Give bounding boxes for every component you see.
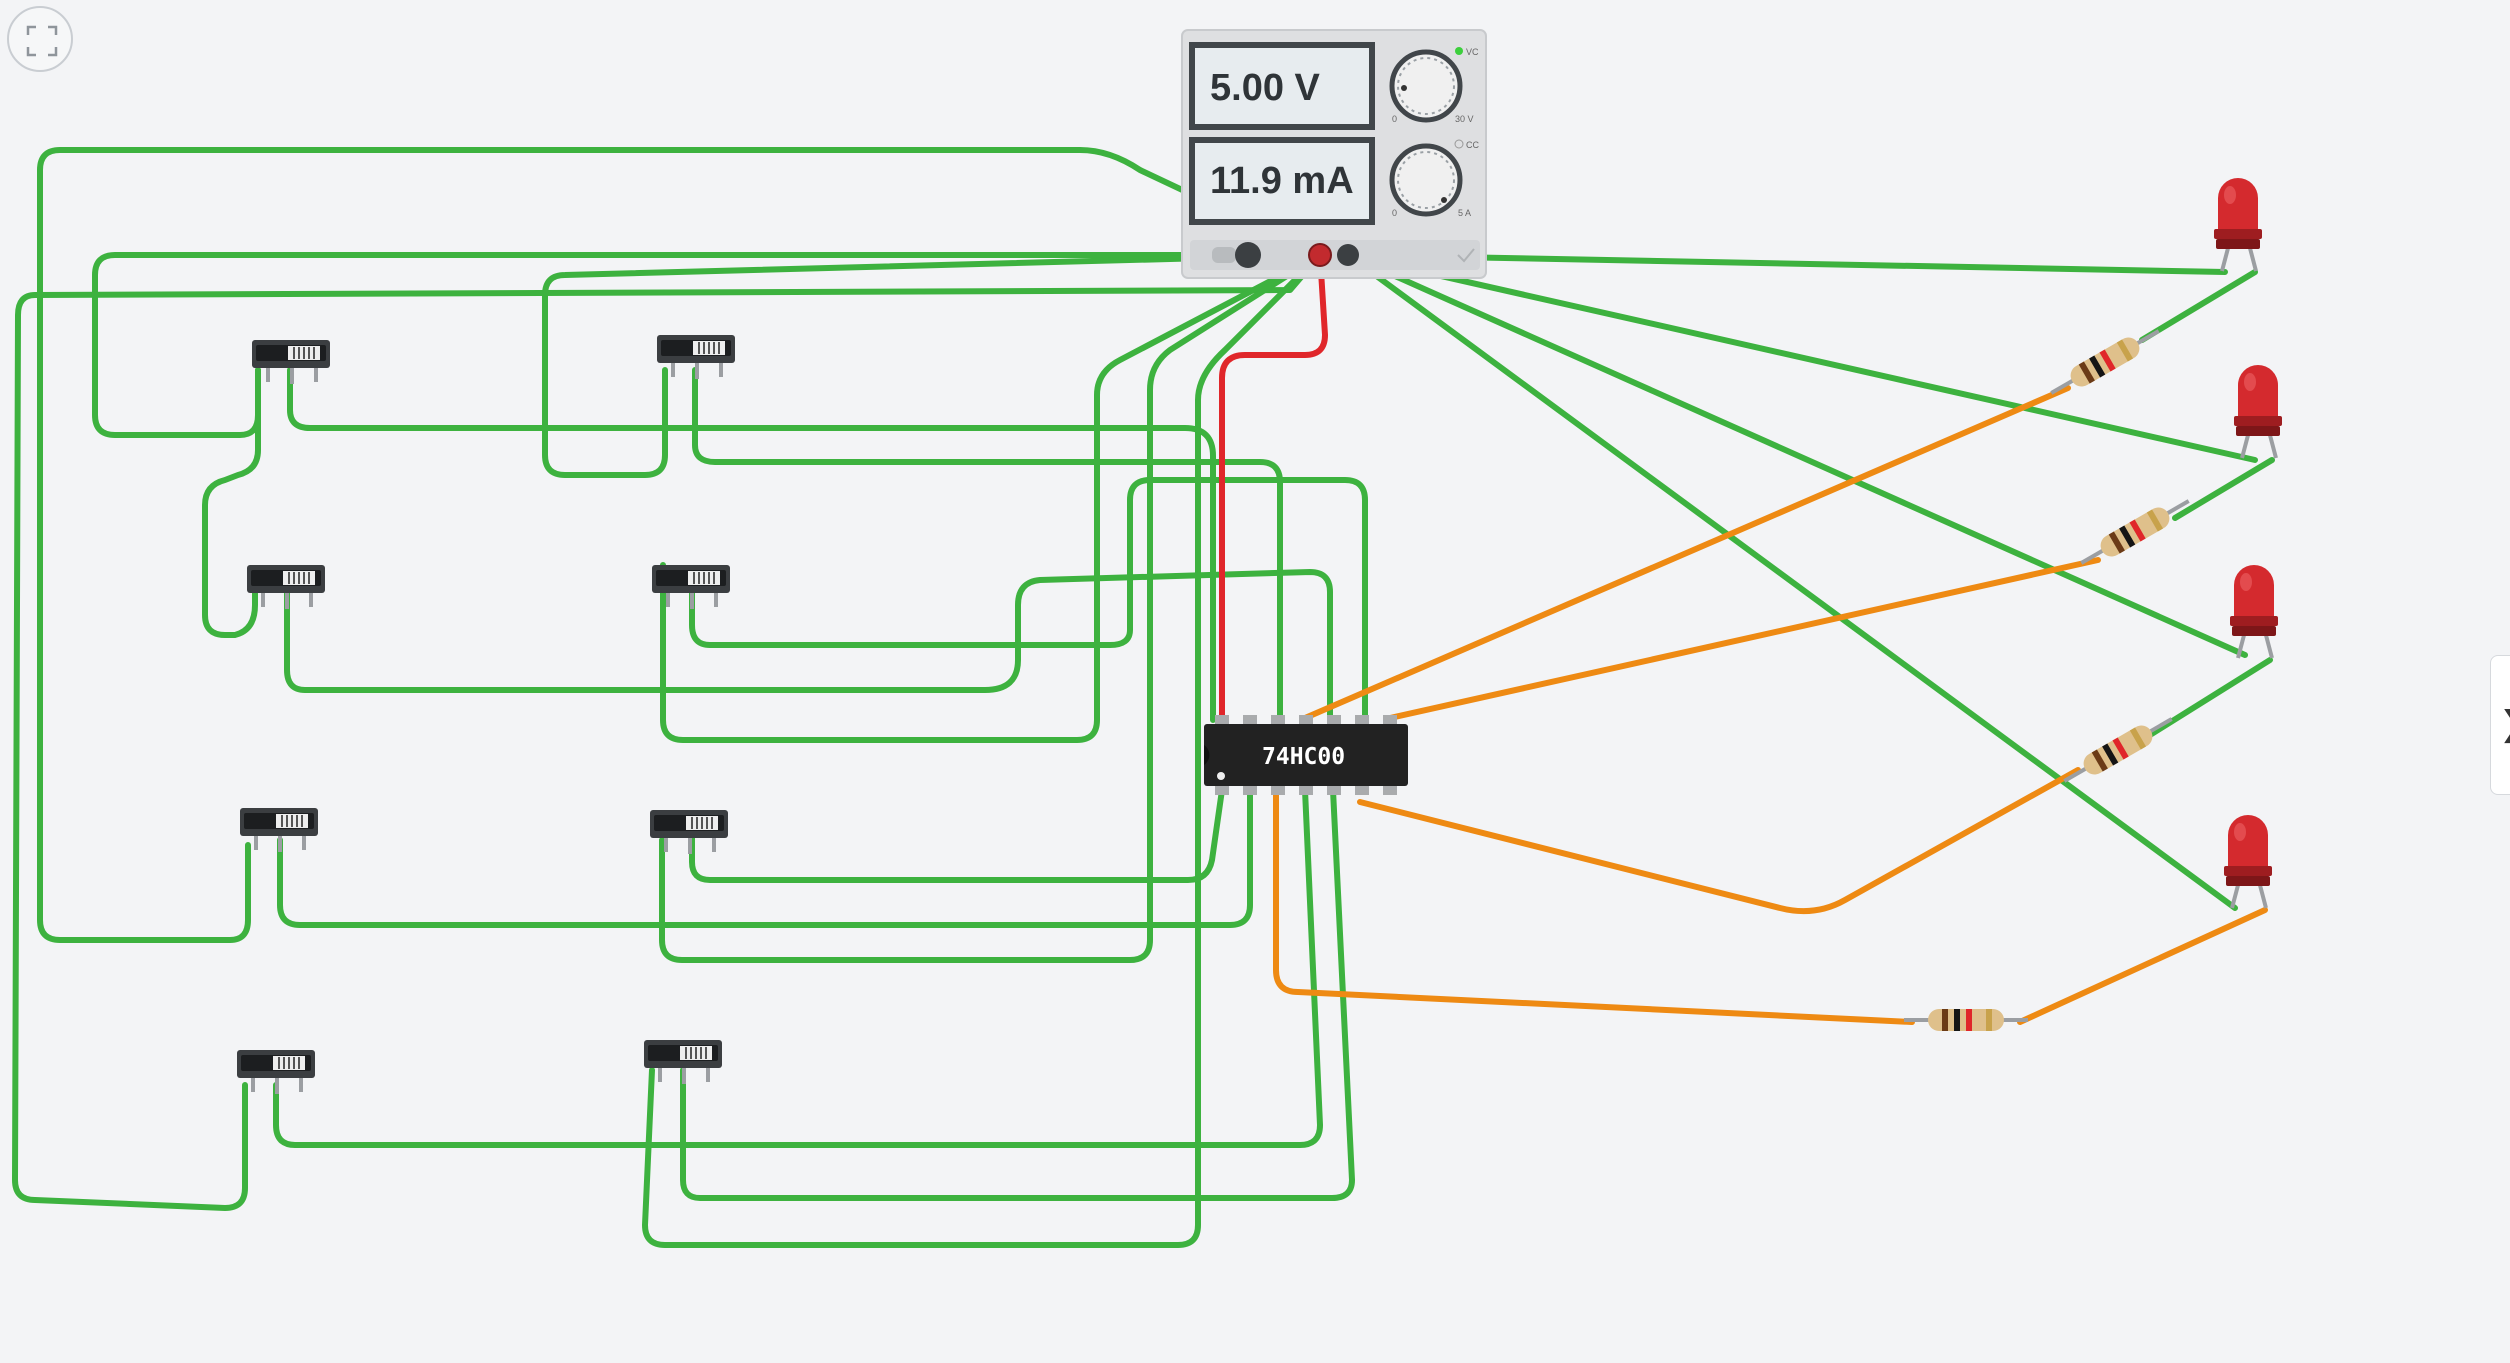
current-knob[interactable] — [1389, 143, 1463, 217]
wire[interactable] — [287, 367, 1216, 723]
wire[interactable] — [12, 252, 1323, 1211]
red-led[interactable] — [2228, 563, 2280, 660]
ic-pin[interactable] — [1215, 785, 1229, 795]
ic-pin[interactable] — [1243, 785, 1257, 795]
voltage-knob[interactable] — [1389, 49, 1463, 123]
green-wires — [12, 147, 2275, 1248]
wire[interactable] — [692, 367, 1283, 723]
ic-pin[interactable] — [1355, 715, 1369, 725]
resistor[interactable] — [1902, 1007, 2030, 1033]
voltage-readout: 5.00 V — [1210, 67, 1321, 109]
wire[interactable] — [92, 252, 1323, 438]
wire[interactable] — [2147, 657, 2273, 738]
wire[interactable] — [659, 252, 1323, 963]
resistor[interactable] — [2056, 707, 2180, 793]
ic-pin[interactable] — [1355, 785, 1369, 795]
wire[interactable] — [642, 252, 1323, 1248]
wire[interactable] — [660, 252, 1323, 743]
cc-label: CC — [1466, 140, 1479, 150]
wire[interactable] — [2172, 457, 2275, 521]
wire[interactable] — [2139, 269, 2258, 343]
wire[interactable] — [1345, 252, 2248, 658]
ic-pin[interactable] — [1327, 785, 1341, 795]
panel-toggle-tab[interactable]: ❯ — [2490, 655, 2510, 795]
positive-terminal[interactable] — [1308, 243, 1332, 267]
chevron-right-icon: ❯ — [2499, 704, 2510, 744]
voltage-knob-min: 0 — [1392, 114, 1397, 124]
red-led[interactable] — [2212, 176, 2264, 273]
wire[interactable] — [1345, 252, 2258, 463]
wire[interactable] — [542, 252, 1323, 478]
slide-switch[interactable] — [239, 807, 319, 853]
wire[interactable] — [202, 367, 261, 638]
slide-switch[interactable] — [643, 1039, 723, 1085]
ground-terminal[interactable] — [1235, 242, 1261, 268]
power-switch[interactable] — [1212, 247, 1236, 263]
ic-74hc00[interactable]: 74HC00 — [1204, 715, 1408, 795]
wire[interactable] — [680, 787, 1355, 1201]
slide-switch[interactable] — [251, 339, 331, 385]
wire[interactable] — [273, 787, 1323, 1148]
wire[interactable] — [1302, 385, 2071, 721]
slide-switch[interactable] — [246, 564, 326, 610]
wire[interactable] — [277, 787, 1253, 928]
voltage-display — [1189, 42, 1375, 130]
ic-pin[interactable] — [1299, 785, 1313, 795]
pin1-marker — [1217, 772, 1225, 780]
ic-pin[interactable] — [1327, 715, 1341, 725]
current-knob-min: 0 — [1392, 208, 1397, 218]
wire[interactable] — [1345, 252, 2228, 275]
slide-switch[interactable] — [656, 334, 736, 380]
wire[interactable] — [37, 147, 1323, 943]
orange-wires — [1273, 385, 2268, 1025]
current-knob-max: 5 A — [1458, 208, 1471, 218]
cv-indicator — [1455, 47, 1463, 55]
wire[interactable] — [1357, 767, 2081, 915]
ic-pin[interactable] — [1271, 785, 1285, 795]
slide-switch[interactable] — [236, 1049, 316, 1095]
wire[interactable] — [1345, 252, 2238, 911]
wire[interactable] — [284, 569, 1333, 723]
red-led[interactable] — [2232, 363, 2284, 460]
expand-icon — [26, 25, 58, 57]
wire[interactable] — [2017, 907, 2268, 1025]
negative-terminal[interactable] — [1337, 244, 1359, 266]
cv-label: VC — [1466, 47, 1479, 57]
power-wire[interactable] — [1219, 252, 1328, 723]
current-display — [1189, 137, 1375, 225]
ic-pin[interactable] — [1215, 715, 1229, 725]
ic-pin[interactable] — [1383, 785, 1397, 795]
current-readout: 11.9 mA — [1210, 160, 1354, 202]
ic-pin[interactable] — [1383, 715, 1397, 725]
ic-pin[interactable] — [1271, 715, 1285, 725]
wire[interactable] — [1273, 792, 1915, 1025]
fit-view-button[interactable] — [7, 6, 73, 72]
wire[interactable] — [689, 787, 1225, 883]
voltage-knob-max: 30 V — [1455, 114, 1474, 124]
ic-label: 74HC00 — [1262, 744, 1345, 770]
power-supply[interactable]: 5.00 V 11.9 mA VC CC 0 30 V 0 5 A — [1181, 29, 1487, 279]
cc-indicator — [1454, 139, 1464, 149]
ic-pin[interactable] — [1243, 715, 1257, 725]
red-led[interactable] — [2222, 813, 2274, 910]
wire[interactable] — [689, 477, 1368, 723]
wire[interactable] — [1387, 557, 2101, 721]
ic-pin[interactable] — [1299, 715, 1313, 725]
